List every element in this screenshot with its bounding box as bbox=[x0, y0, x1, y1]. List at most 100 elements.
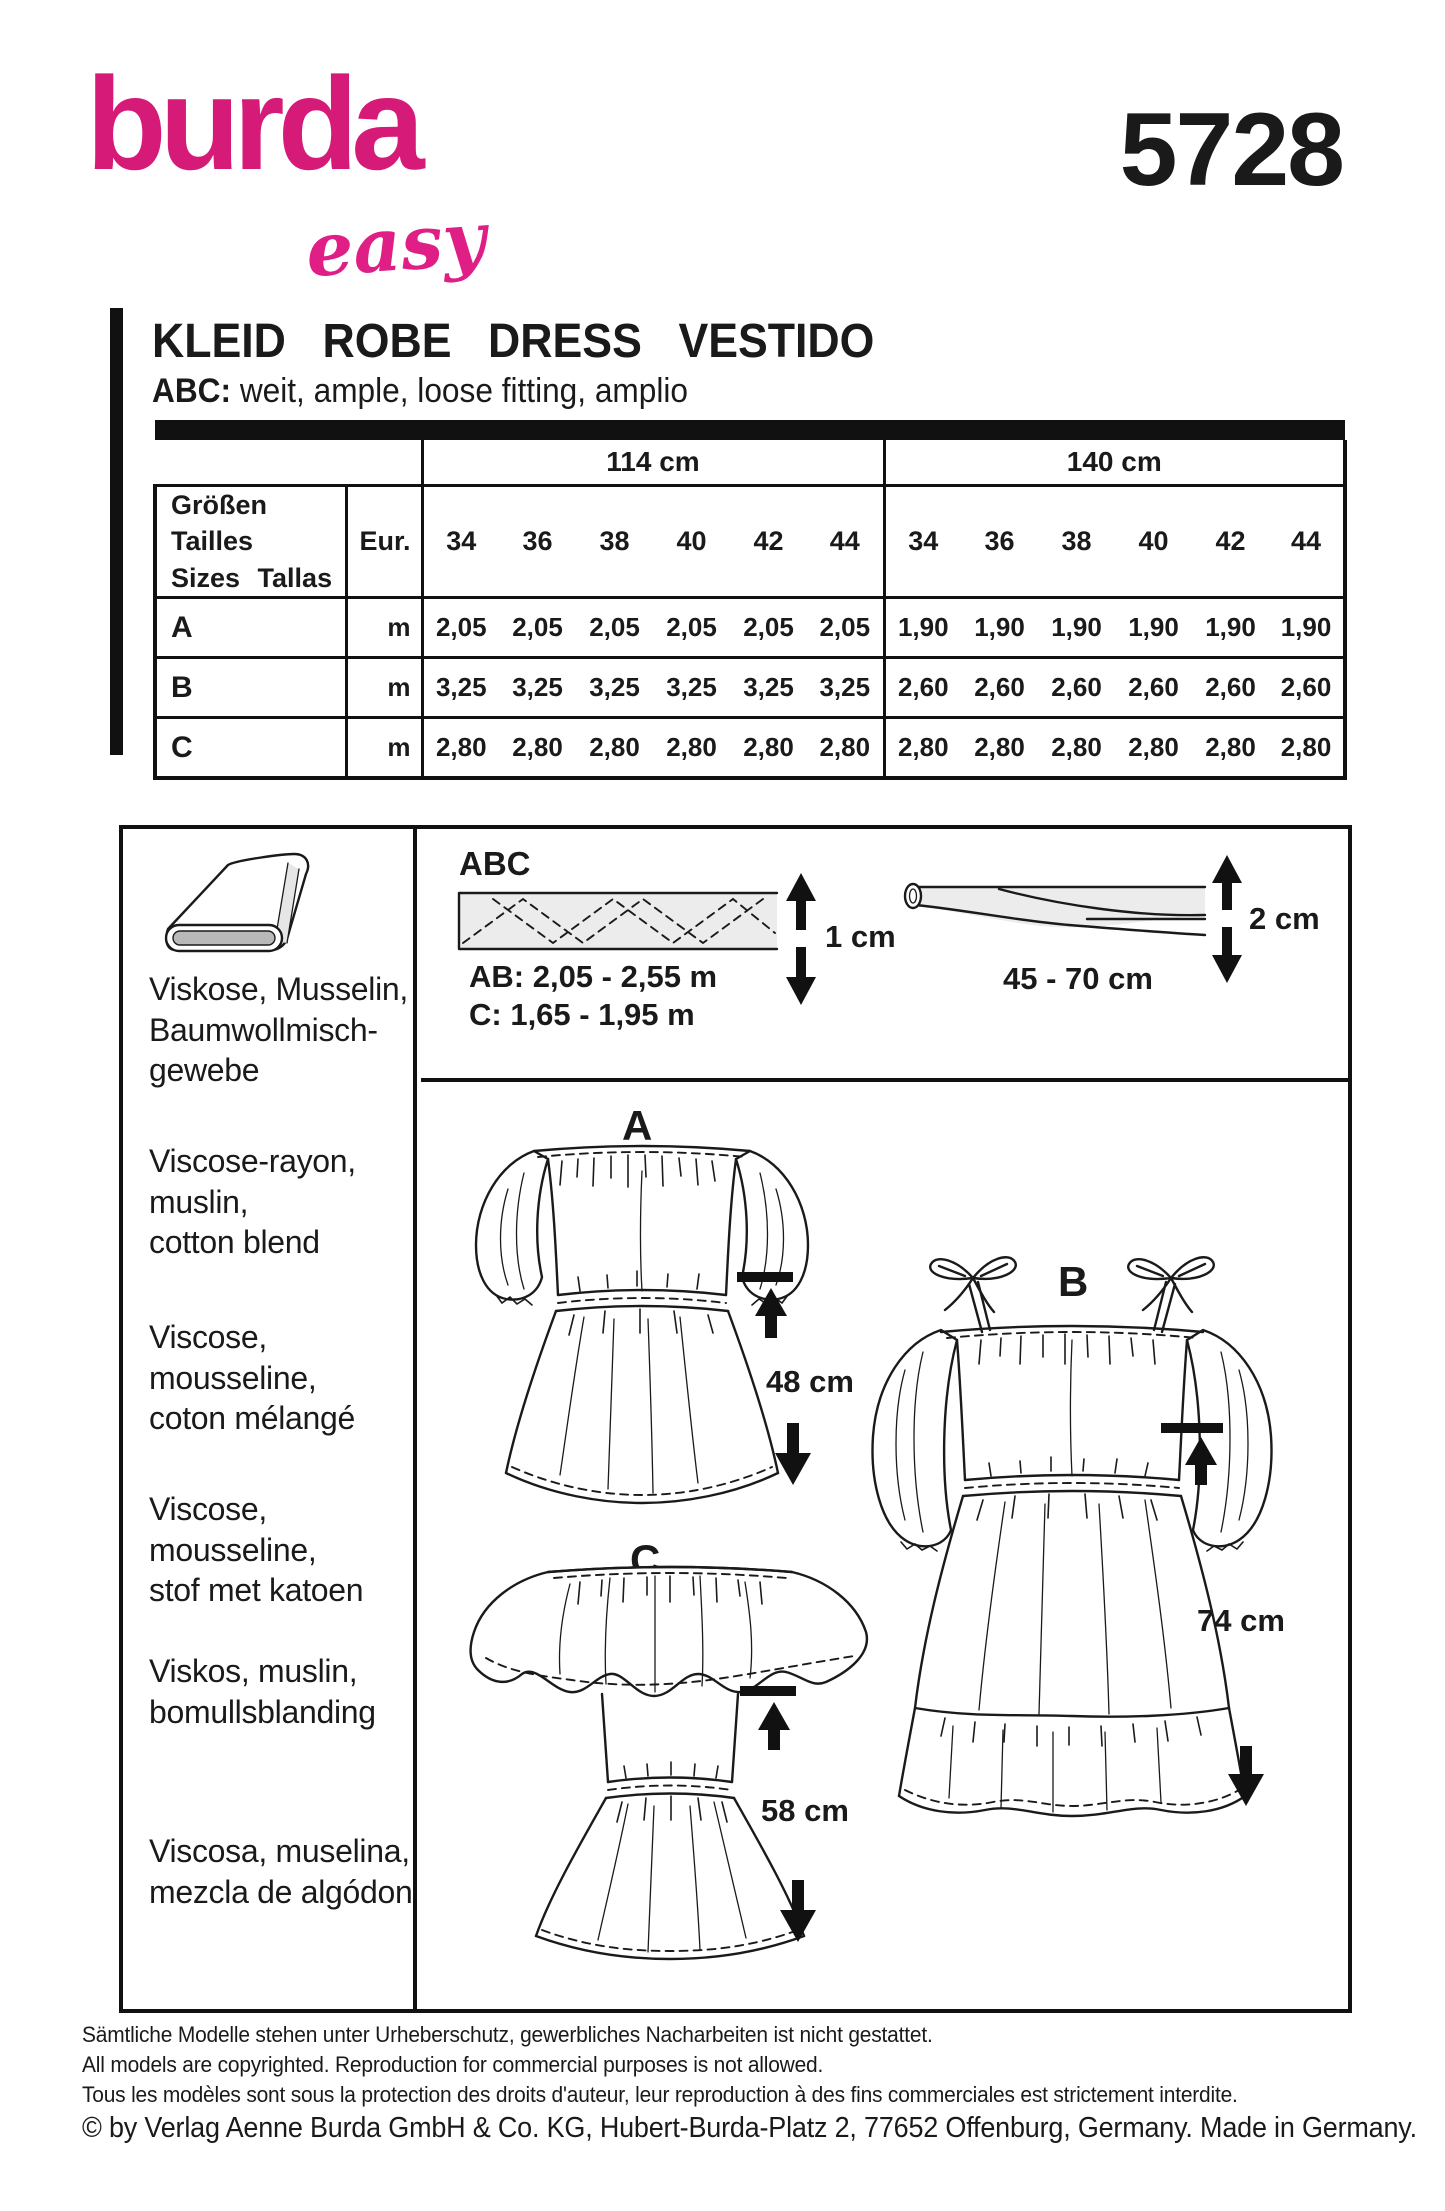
unit-label: m bbox=[346, 597, 424, 660]
pattern-number: 5728 bbox=[1119, 92, 1345, 208]
yardage-value: 3,25 bbox=[807, 657, 884, 720]
yardage-value: 2,05 bbox=[499, 597, 576, 660]
technical-drawings-section: A bbox=[421, 1086, 1348, 2009]
yardage-row-a: A m 2,05 2,05 2,05 2,05 2,05 2,05 1,90 1… bbox=[153, 597, 1347, 660]
view-row-label: B bbox=[153, 657, 348, 720]
yardage-value: 2,60 bbox=[1269, 657, 1347, 720]
yardage-value: 3,25 bbox=[576, 657, 653, 720]
yardage-value: 2,80 bbox=[882, 717, 961, 781]
elastic-length-c: C: 1,65 - 1,95 m bbox=[469, 997, 695, 1032]
publisher-copyright-line: © by Verlag Aenne Burda GmbH & Co. KG, H… bbox=[82, 2112, 1417, 2144]
burda-logo: burda bbox=[86, 50, 425, 197]
page-title: KLEID ROBE DRESS VESTIDO bbox=[152, 315, 875, 368]
view-a-drawing bbox=[474, 1144, 810, 1505]
fabric-width-140: 140 cm bbox=[882, 440, 1347, 487]
unit-label: m bbox=[346, 657, 424, 720]
size-cell: 44 bbox=[1269, 485, 1347, 600]
copyright-line-en: All models are copyrighted. Reproduction… bbox=[82, 2052, 824, 2077]
elastic-band-icon bbox=[457, 891, 779, 951]
eur-label: Eur. bbox=[346, 485, 424, 600]
sizes-header-row: Größen Tailles Sizes Tallas Eur. 34 36 3… bbox=[153, 485, 1347, 600]
yardage-value: 1,90 bbox=[1269, 597, 1347, 660]
yardage-row-b: B m 3,25 3,25 3,25 3,25 3,25 3,25 2,60 2… bbox=[153, 657, 1347, 720]
yardage-value: 1,90 bbox=[1115, 597, 1192, 660]
yardage-value: 2,05 bbox=[576, 597, 653, 660]
yardage-value: 3,25 bbox=[422, 657, 499, 720]
yardage-value: 2,80 bbox=[961, 717, 1038, 781]
sizes-header: Größen Tailles Sizes Tallas bbox=[153, 485, 348, 600]
size-cell: 38 bbox=[1038, 485, 1115, 600]
yardage-value: 2,60 bbox=[1038, 657, 1115, 720]
yardage-value: 2,80 bbox=[807, 717, 884, 781]
view-a-label: A bbox=[622, 1102, 653, 1149]
yardage-value: 2,80 bbox=[422, 717, 499, 781]
style-description-text: weit, ample, loose fitting, amplio bbox=[231, 372, 688, 410]
fabric-text-fr: Viscose, mousseline, coton mélangé bbox=[149, 1319, 356, 1437]
fabric-text-sv: Viskos, muslin, bomullsblanding bbox=[149, 1653, 376, 1730]
yardage-row-c: C m 2,80 2,80 2,80 2,80 2,80 2,80 2,80 2… bbox=[153, 717, 1347, 781]
yardage-value: 1,90 bbox=[961, 597, 1038, 660]
size-cell: 40 bbox=[653, 485, 730, 600]
yardage-value: 3,25 bbox=[730, 657, 807, 720]
fabric-suggestions-column: Viskose, Musselin, Baumwollmisch- gewebe… bbox=[123, 829, 417, 2009]
view-b-drawing bbox=[871, 1256, 1273, 1818]
elastic-length-ab: AB: 2,05 - 2,55 m bbox=[469, 959, 718, 994]
view-c-drawing bbox=[469, 1565, 869, 1961]
length-bracket-up-icon bbox=[1161, 1423, 1223, 1485]
down-arrow-icon bbox=[775, 1423, 811, 1485]
fabric-text-nl: Viscose, mousseline, stof met katoen bbox=[149, 1491, 364, 1609]
fabric-text-de: Viskose, Musselin, Baumwollmisch- gewebe bbox=[149, 971, 409, 1089]
view-c-length: 58 cm bbox=[761, 1793, 849, 1828]
notions-section: ABC 1 cm AB: 2,05 - 2,55 m C: 1,65 - 1,9… bbox=[421, 829, 1348, 1082]
length-bracket-up-icon bbox=[740, 1686, 796, 1750]
copyright-line-fr: Tous les modèles sont sous la protection… bbox=[82, 2082, 1238, 2107]
yardage-value: 1,90 bbox=[1038, 597, 1115, 660]
materials-and-views-panel: Viskose, Musselin, Baumwollmisch- gewebe… bbox=[119, 825, 1352, 2013]
down-arrow-icon bbox=[780, 1880, 816, 1942]
view-b-length: 74 cm bbox=[1197, 1603, 1285, 1638]
yardage-value: 1,90 bbox=[882, 597, 961, 660]
double-arrow-icon bbox=[786, 873, 816, 1005]
yardage-value: 2,05 bbox=[653, 597, 730, 660]
size-cell: 38 bbox=[576, 485, 653, 600]
view-row-label: A bbox=[153, 597, 348, 660]
ribbon-length-label: 45 - 70 cm bbox=[1003, 961, 1153, 996]
table-top-bar bbox=[155, 420, 1345, 440]
size-cell: 44 bbox=[807, 485, 884, 600]
elastic-width-label: 1 cm bbox=[825, 919, 896, 954]
fabric-width-114: 114 cm bbox=[420, 440, 884, 487]
fabric-bolt-icon bbox=[164, 852, 310, 953]
yardage-value: 2,60 bbox=[1115, 657, 1192, 720]
yardage-value: 2,80 bbox=[653, 717, 730, 781]
view-row-label: C bbox=[153, 717, 348, 781]
view-b-label: B bbox=[1058, 1258, 1089, 1305]
style-description: ABC: weit, ample, loose fitting, amplio bbox=[152, 372, 688, 411]
size-cell: 34 bbox=[422, 485, 499, 600]
yardage-table: 114 cm 140 cm Größen Tailles Sizes Talla… bbox=[153, 420, 1347, 781]
length-bracket-up-icon bbox=[737, 1272, 793, 1338]
yardage-value: 3,25 bbox=[499, 657, 576, 720]
fabric-text-en: Viscose-rayon, muslin, cotton blend bbox=[149, 1143, 356, 1261]
yardage-value: 2,80 bbox=[730, 717, 807, 781]
size-cell: 34 bbox=[882, 485, 961, 600]
fabric-width-row: 114 cm 140 cm bbox=[155, 440, 1347, 487]
yardage-value: 2,80 bbox=[1269, 717, 1347, 781]
yardage-value: 2,60 bbox=[961, 657, 1038, 720]
yardage-value: 2,80 bbox=[576, 717, 653, 781]
yardage-value: 2,80 bbox=[499, 717, 576, 781]
view-a-length: 48 cm bbox=[766, 1364, 854, 1399]
style-description-views: ABC: bbox=[152, 372, 232, 410]
size-cell: 40 bbox=[1115, 485, 1192, 600]
yardage-value: 2,80 bbox=[1038, 717, 1115, 781]
easy-logo: easy bbox=[303, 195, 489, 295]
yardage-value: 2,60 bbox=[882, 657, 961, 720]
yardage-value: 2,05 bbox=[422, 597, 499, 660]
yardage-value: 2,60 bbox=[1192, 657, 1269, 720]
unit-label: m bbox=[346, 717, 424, 781]
double-arrow-icon bbox=[1212, 855, 1242, 983]
size-cell: 36 bbox=[499, 485, 576, 600]
yardage-value: 2,80 bbox=[1192, 717, 1269, 781]
size-cell: 42 bbox=[730, 485, 807, 600]
size-cell: 42 bbox=[1192, 485, 1269, 600]
